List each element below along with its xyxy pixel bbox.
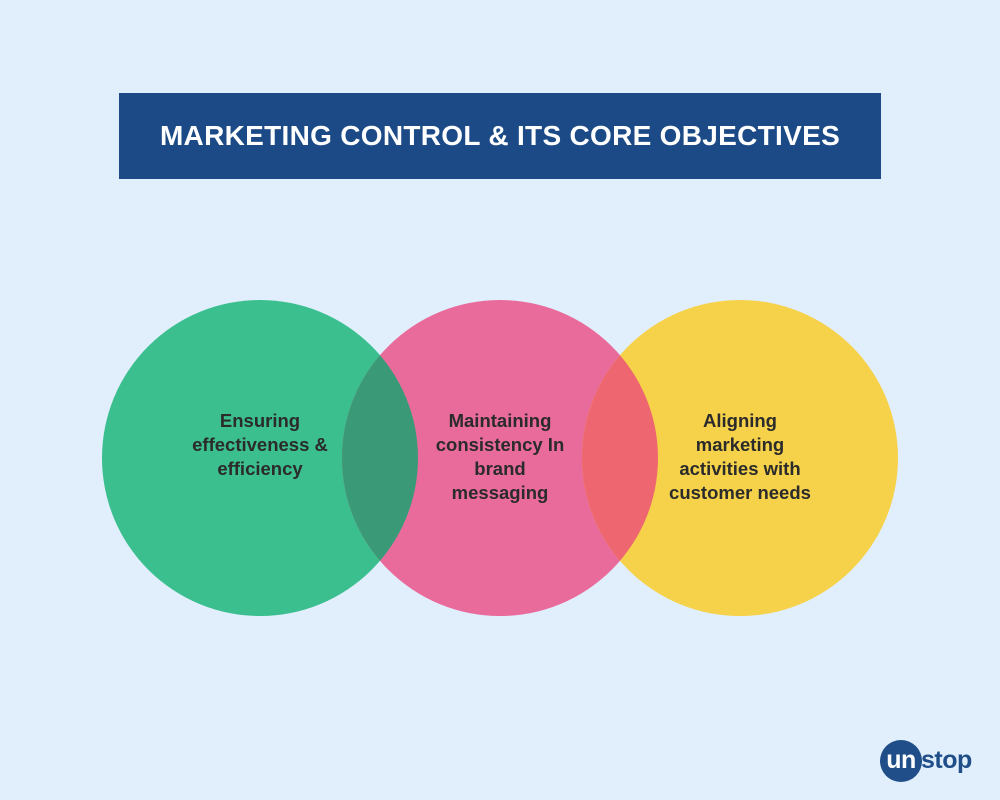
circle-consistency (342, 300, 658, 616)
label-effectiveness: Ensuring effectiveness & efficiency (192, 410, 328, 479)
label-consistency: Maintaining consistency In brand messagi… (435, 410, 565, 503)
label-customer-alignment: Aligning marketing activities with custo… (669, 410, 811, 503)
circle-effectiveness (102, 300, 418, 616)
unstop-logo: un stop (880, 738, 984, 784)
title-banner: MARKETING CONTROL & ITS CORE OBJECTIVES (119, 93, 881, 179)
page-title: MARKETING CONTROL & ITS CORE OBJECTIVES (159, 120, 841, 151)
circle-customer-alignment (582, 300, 898, 616)
logo-wordmark: stop (921, 746, 972, 774)
logo-badge (880, 740, 922, 782)
logo-badge-text: un (886, 746, 916, 774)
